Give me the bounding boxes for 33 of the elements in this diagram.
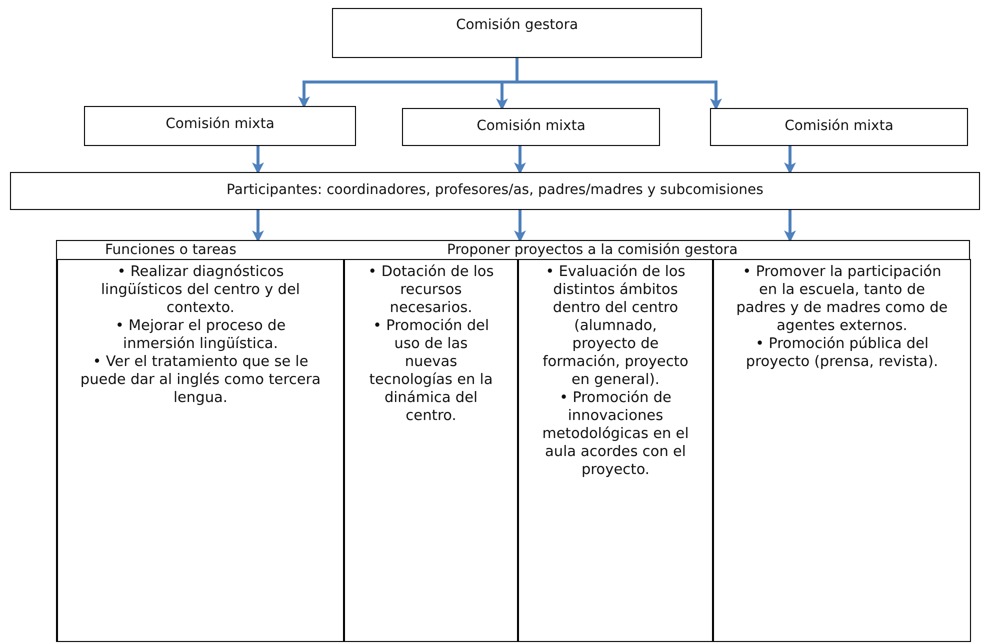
org-box bbox=[84, 106, 356, 146]
box-label: Comisión mixta bbox=[784, 118, 894, 134]
list-item: • Mejorar el proceso de inmersión lingüística. bbox=[114, 317, 287, 353]
list-item: • Ver el tratamiento que se le puede dar al inglés como tercera lengua. bbox=[80, 353, 321, 407]
arrow bbox=[784, 146, 796, 174]
arrow bbox=[514, 210, 526, 242]
arrow bbox=[784, 210, 796, 242]
box-label: Comisión mixta bbox=[476, 118, 586, 134]
list-item: • Dotación de los recursos necesarios. bbox=[367, 263, 495, 317]
box-label: Participantes: coordinadores, profesores/as, padres/madres y subcomisiones bbox=[226, 182, 764, 198]
table-cell bbox=[713, 259, 971, 642]
table-header: Proponer proyectos a la comisión gestora bbox=[447, 242, 738, 258]
box-label: Comisión mixta bbox=[164, 116, 276, 132]
table-cell bbox=[518, 259, 713, 642]
table-cell bbox=[57, 259, 344, 642]
list-item: • Promoción pública del proyecto (prensa, revista). bbox=[744, 335, 940, 371]
list-item: • Promoción de innovaciones metodológicas en el aula acordes con el proyecto. bbox=[541, 389, 690, 479]
org-box bbox=[402, 108, 660, 146]
list-item: • Promover la participación en la escuela, tanto de padres y de madres como de agentes externos. bbox=[736, 263, 948, 335]
arrow bbox=[252, 210, 264, 242]
org-box bbox=[10, 172, 980, 210]
arrow bbox=[516, 58, 722, 110]
box-label: Comisión gestora bbox=[454, 17, 580, 33]
list-item: • Evaluación de los distintos ámbitos dentro del centro (alumnado, proyecto de formación, proyecto en general). bbox=[542, 263, 690, 389]
org-box bbox=[332, 8, 702, 58]
table-cell bbox=[344, 259, 518, 642]
list-item: • Promoción del uso de las nuevas tecnologías en la dinámica del centro. bbox=[368, 317, 494, 425]
table-header: Funciones o tareas bbox=[105, 242, 236, 258]
list-item: • Realizar diagnósticos lingüísticos del centro y del contexto. bbox=[100, 263, 301, 317]
arrow bbox=[252, 146, 264, 174]
org-box bbox=[710, 108, 968, 146]
arrow bbox=[514, 146, 526, 174]
table-frame bbox=[56, 240, 970, 642]
